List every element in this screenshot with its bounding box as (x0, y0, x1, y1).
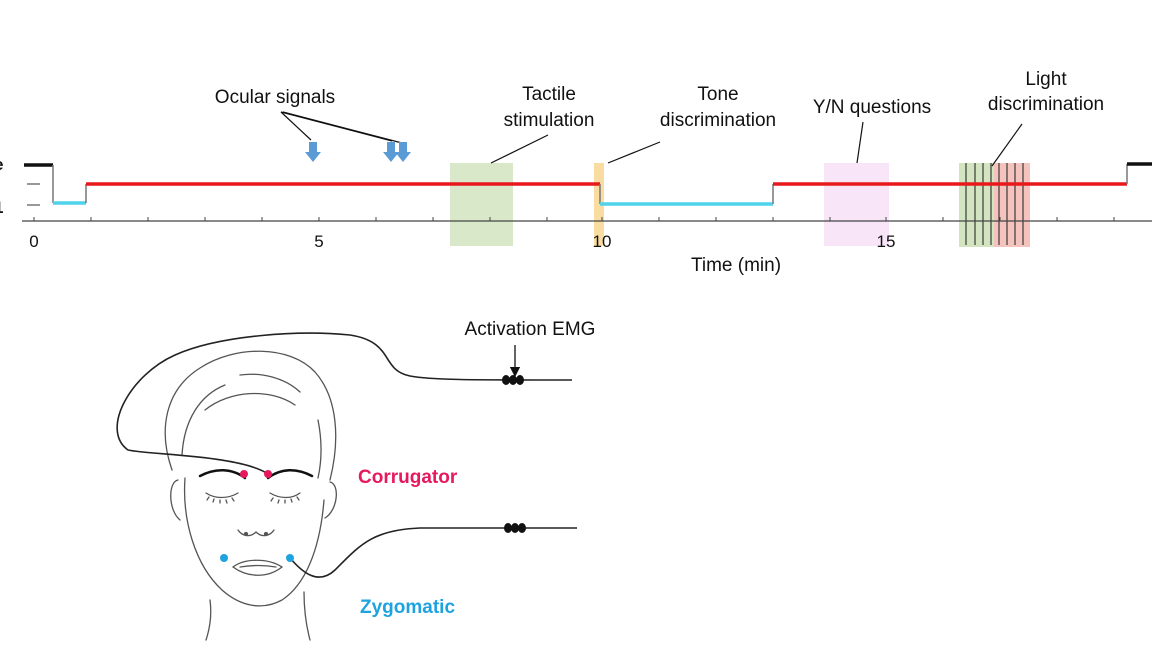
tick-label-10: 10 (593, 232, 612, 251)
svg-text:e: e (0, 155, 3, 174)
tone-pointer (607, 141, 661, 164)
activation-emg-label: Activation EMG (465, 319, 596, 340)
electrode-connectors (502, 375, 526, 533)
ocular-pointer-lines (280, 111, 403, 144)
face-illustration (164, 350, 337, 641)
tactile-box (450, 163, 513, 246)
timeline: 0 5 10 15 Time (min) e l 1 Ocular (0, 69, 1152, 276)
svg-text:1: 1 (0, 198, 3, 217)
tactile-pointer (490, 134, 549, 164)
axis-label: Time (min) (691, 255, 781, 276)
light-pointer (991, 123, 1023, 167)
corrugator-label: Corrugator (358, 467, 458, 488)
zygomatic-label: Zygomatic (360, 597, 455, 618)
yn-box (824, 163, 889, 246)
tick-label-15: 15 (877, 232, 896, 251)
ocular-label: Ocular signals (215, 87, 335, 108)
tone-box (594, 163, 604, 246)
corrugator-electrodes (240, 470, 272, 478)
tick-label-5: 5 (314, 232, 323, 251)
tactile-label-line2: stimulation (504, 110, 595, 131)
axis-minor-ticks (33, 217, 1115, 221)
yn-pointer (856, 121, 864, 164)
svg-text:l: l (0, 177, 1, 196)
zygomatic-electrodes (220, 554, 294, 562)
tactile-label-line1: Tactile (522, 84, 576, 105)
yn-label: Y/N questions (813, 97, 931, 118)
light-label-line1: Light (1025, 69, 1067, 90)
tone-label-line2: discrimination (660, 110, 776, 131)
tick-label-0: 0 (29, 232, 38, 251)
left-level-labels: e l 1 (0, 155, 40, 217)
light-label-line2: discrimination (988, 94, 1104, 115)
state-trace (24, 162, 1152, 206)
ocular-arrow-icons (305, 142, 411, 162)
emg-cables (116, 332, 577, 578)
light-box (959, 163, 1030, 247)
tone-label-line1: Tone (697, 84, 738, 105)
